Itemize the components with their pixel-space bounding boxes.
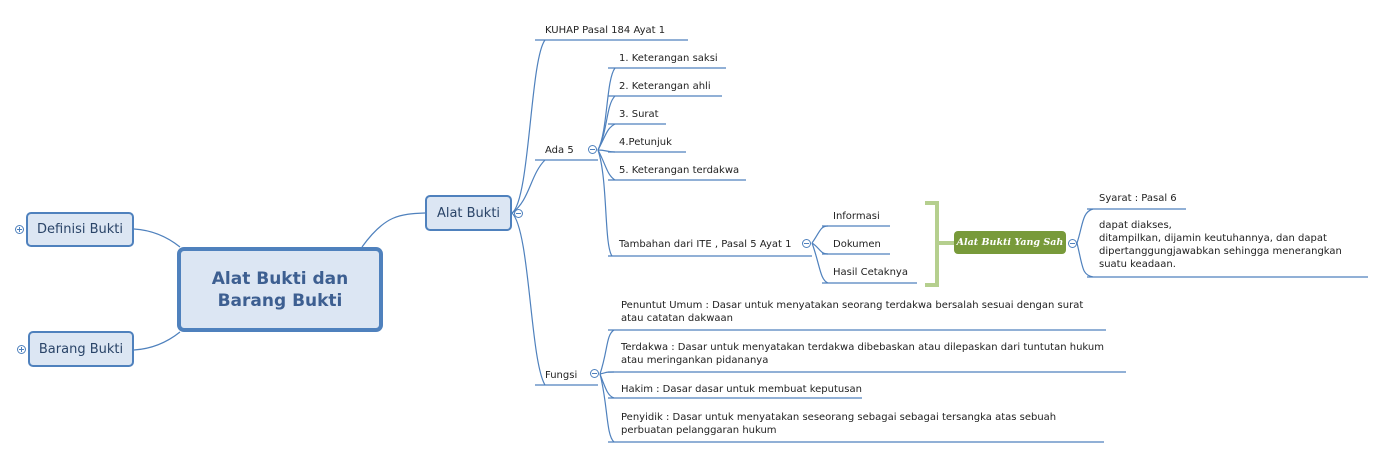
ada5-item-4[interactable]: 4.Petunjuk: [619, 137, 672, 148]
collapse-ada5-icon[interactable]: [588, 145, 597, 154]
ada5-item-3[interactable]: 3. Surat: [619, 109, 659, 120]
ite-label[interactable]: Tambahan dari ITE , Pasal 5 Ayat 1: [619, 239, 792, 250]
barang-bukti-node[interactable]: Barang Bukti: [28, 331, 134, 367]
ada5-item-5[interactable]: 5. Keterangan terdakwa: [619, 165, 740, 176]
ite-item-informasi[interactable]: Informasi: [833, 211, 880, 222]
syarat-label[interactable]: Syarat : Pasal 6: [1099, 193, 1177, 204]
expand-barang-icon[interactable]: [17, 345, 26, 354]
expand-definisi-icon[interactable]: [15, 225, 24, 234]
ada5-item-1[interactable]: 1. Keterangan saksi: [619, 53, 718, 64]
ada5-item-2[interactable]: 2. Keterangan ahli: [619, 81, 711, 92]
syarat-detail[interactable]: dapat diakses, ditampilkan, dijamin keut…: [1099, 220, 1342, 270]
ada5-label[interactable]: Ada 5: [545, 145, 574, 156]
fungsi-item-penuntut[interactable]: Penuntut Umum : Dasar untuk menyatakan s…: [621, 300, 1084, 324]
alat-bukti-sah-summary[interactable]: Alat Bukti Yang Sah: [954, 231, 1066, 254]
collapse-ite-icon[interactable]: [802, 239, 811, 248]
collapse-summary-icon[interactable]: [1068, 239, 1077, 248]
fungsi-label[interactable]: Fungsi: [545, 370, 578, 381]
definisi-bukti-node[interactable]: Definisi Bukti: [26, 212, 134, 247]
fungsi-item-hakim[interactable]: Hakim : Dasar dasar untuk membuat keputu…: [621, 384, 862, 395]
ite-item-hasil[interactable]: Hasil Cetaknya: [833, 267, 908, 278]
fungsi-item-terdakwa[interactable]: Terdakwa : Dasar untuk menyatakan terdak…: [621, 342, 1104, 366]
collapse-alat-bukti-icon[interactable]: [514, 209, 523, 218]
central-topic[interactable]: Alat Bukti dan Barang Bukti: [177, 247, 383, 332]
collapse-fungsi-icon[interactable]: [590, 369, 599, 378]
alat-bukti-node[interactable]: Alat Bukti: [425, 195, 512, 231]
fungsi-item-penyidik[interactable]: Penyidik : Dasar untuk menyatakan seseor…: [621, 412, 1057, 436]
kuhap-label[interactable]: KUHAP Pasal 184 Ayat 1: [545, 25, 666, 36]
ite-item-dokumen[interactable]: Dokumen: [833, 239, 881, 250]
